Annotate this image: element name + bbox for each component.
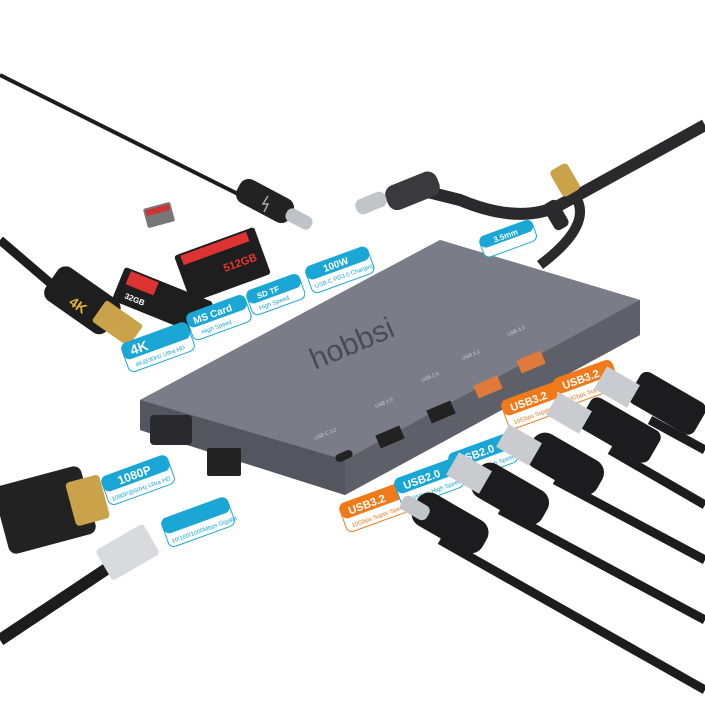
- label-sd-tf: SD TF High Speed: [246, 274, 306, 316]
- usb3-cable-2: [647, 416, 705, 454]
- usb3-port-1: [473, 375, 503, 399]
- microsd-card: [143, 202, 175, 228]
- label-1080p: 1080P 1080P@60Hz Ultra HD: [101, 455, 175, 506]
- usb2-port-2: [426, 400, 456, 424]
- usb-cables: [400, 366, 705, 694]
- usb2-port-1: [375, 425, 405, 449]
- audio-cable: [536, 186, 585, 269]
- vga-port: [150, 415, 192, 445]
- usb-c-plug-left: [235, 178, 313, 230]
- svg-text:4K: 4K: [128, 337, 150, 358]
- usbc-port: [335, 450, 353, 462]
- usb-c-cable-bottom: [437, 536, 705, 694]
- lightning-icon: [261, 195, 270, 213]
- vga-plug: [0, 466, 110, 554]
- label-audio: 3.5mm: [479, 220, 537, 258]
- usb-c-cable: [0, 73, 251, 202]
- rj45-plug: [96, 524, 159, 580]
- hub-body: hobbsi USB C 3.2 USB 2.0 USB 2.0 USB 3.2…: [140, 240, 640, 495]
- label-ethernet: 10/100/1000Mbps Gigabit: [161, 497, 238, 548]
- usb2-cable-1: [497, 506, 705, 624]
- usb3-cable-1: [607, 446, 705, 509]
- audio-jack-plug: [543, 163, 580, 231]
- hdmi-plug: 4K: [44, 266, 143, 346]
- usb-c-plug-top: [355, 171, 440, 215]
- ethernet-port: [207, 448, 241, 476]
- ethernet-cable: [0, 555, 124, 645]
- sd-card: 512GB: [174, 227, 271, 303]
- usb3-port-2: [516, 350, 546, 374]
